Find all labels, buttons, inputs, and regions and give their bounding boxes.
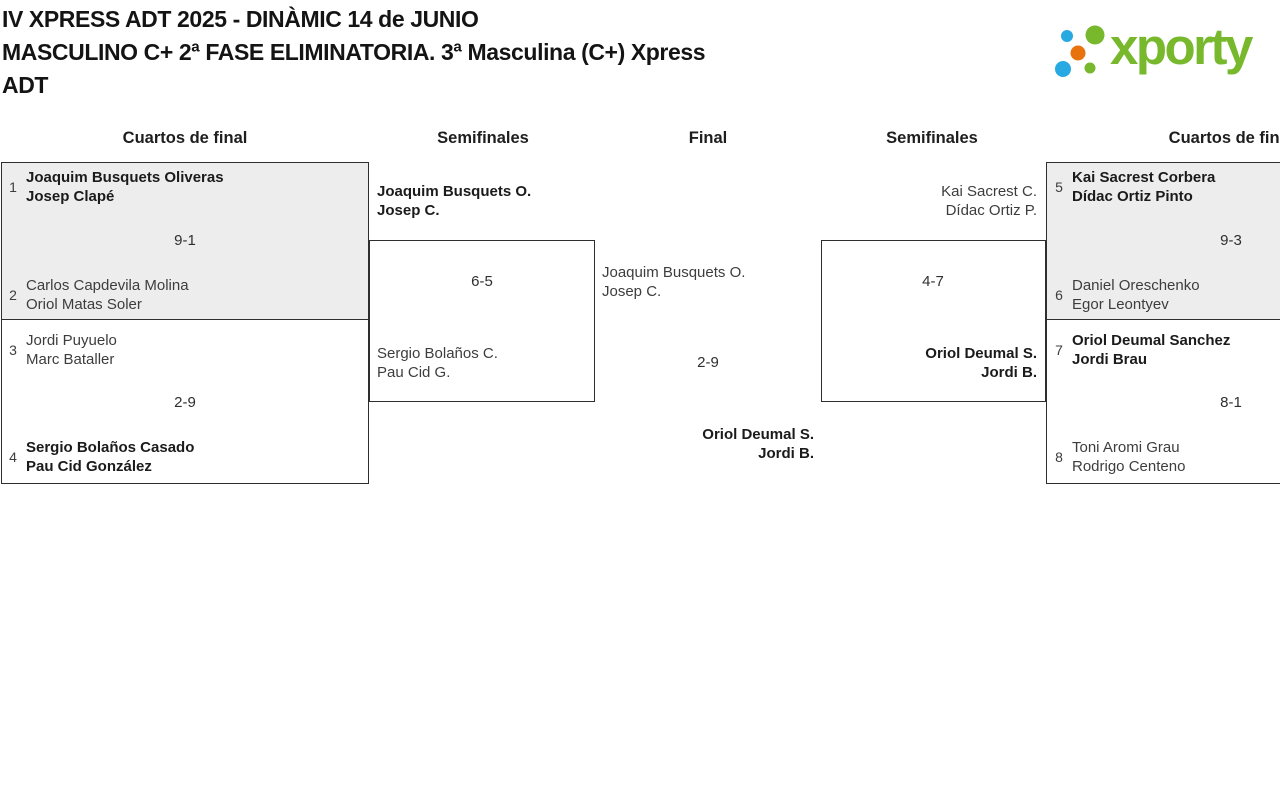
match-box-qf-left-2 — [1, 319, 369, 484]
team-qf-r2-bottom: Toni Aromi Grau Rodrigo Centeno — [1072, 438, 1185, 476]
team-qf-l1-bottom: Carlos Capdevila Molina Oriol Matas Sole… — [26, 276, 189, 314]
player-name: Daniel Oreschenko — [1072, 277, 1200, 294]
player-name: Marc Bataller — [26, 351, 115, 368]
match-score-sf-left: 6-5 — [471, 273, 493, 290]
player-name: Egor Leontyev — [1072, 296, 1169, 313]
xporty-logo: xporty — [1048, 10, 1253, 86]
match-score-qf-r2: 8-1 — [1220, 394, 1242, 411]
match-box-sf-left — [369, 240, 595, 402]
team-final-bottom: Oriol Deumal S. Jordi B. — [514, 425, 814, 463]
team-qf-r1-top: Kai Sacrest Corbera Dídac Ortiz Pinto — [1072, 168, 1215, 206]
page-title-line: IV XPRESS ADT 2025 - DINÀMIC 14 de JUNIO — [2, 6, 479, 32]
team-qf-l2-top: Jordi Puyuelo Marc Bataller — [26, 331, 117, 369]
page-title-line: MASCULINO C+ 2ª FASE ELIMINATORIA. 3ª Ma… — [2, 39, 706, 65]
seed-number: 8 — [1055, 449, 1063, 465]
page-title-line: ADT — [2, 72, 49, 98]
player-name: Jordi B. — [758, 445, 814, 462]
round-label-quarterfinals-right: Cuartos de final — [1168, 129, 1280, 147]
player-name: Joaquim Busquets O. — [377, 183, 532, 200]
match-score-sf-right: 4-7 — [922, 273, 944, 290]
seed-number: 7 — [1055, 342, 1063, 358]
player-name: Josep Clapé — [26, 188, 115, 205]
player-name: Dídac Ortiz P. — [945, 202, 1037, 219]
player-name: Jordi B. — [981, 364, 1037, 381]
player-name: Pau Cid González — [26, 458, 152, 475]
player-name: Oriol Matas Soler — [26, 296, 142, 313]
match-score-qf-l2: 2-9 — [174, 394, 196, 411]
team-qf-r2-top: Oriol Deumal Sanchez Jordi Brau — [1072, 331, 1230, 369]
player-name: Toni Aromi Grau — [1072, 439, 1180, 456]
match-score-qf-r1: 9-3 — [1220, 232, 1242, 249]
player-name: Jordi Brau — [1072, 351, 1148, 368]
player-name: Dídac Ortiz Pinto — [1072, 188, 1193, 205]
match-box-qf-right-2 — [1046, 319, 1280, 484]
team-qf-l2-bottom: Sergio Bolaños Casado Pau Cid González — [26, 438, 194, 476]
match-score-qf-l1: 9-1 — [174, 232, 196, 249]
team-qf-r1-bottom: Daniel Oreschenko Egor Leontyev — [1072, 276, 1200, 314]
seed-number: 6 — [1055, 287, 1063, 303]
match-box-sf-right — [821, 240, 1046, 402]
player-name: Josep C. — [377, 202, 440, 219]
team-sf-right-bottom: Oriol Deumal S. Jordi B. — [737, 344, 1037, 382]
seed-number: 4 — [9, 449, 17, 465]
player-name: Sergio Bolaños C. — [377, 345, 498, 362]
player-name: Joaquim Busquets O. — [602, 264, 746, 281]
player-name: Oriol Deumal Sanchez — [1072, 332, 1231, 349]
match-box-qf-left-1 — [1, 162, 369, 320]
match-score-final: 2-9 — [697, 354, 719, 371]
player-name: Carlos Capdevila Molina — [26, 277, 189, 294]
round-label-final: Final — [688, 129, 728, 147]
round-label-semifinals-right: Semifinales — [886, 129, 978, 147]
team-qf-l1-top: Joaquim Busquets Oliveras Josep Clapé — [26, 168, 224, 206]
player-name: Oriol Deumal S. — [925, 345, 1037, 362]
xporty-wordmark: xporty — [1110, 17, 1253, 75]
player-name: Kai Sacrest Corbera — [1072, 169, 1216, 186]
xporty-logo-dots-icon — [1055, 25, 1105, 77]
player-name: Sergio Bolaños Casado — [26, 439, 195, 456]
seed-number: 3 — [9, 342, 17, 358]
player-name: Pau Cid G. — [377, 364, 451, 381]
seed-number: 5 — [1055, 179, 1063, 195]
round-label-semifinals-left: Semifinales — [437, 129, 529, 147]
player-name: Oriol Deumal S. — [702, 426, 814, 443]
logo-dot-blue-large — [1055, 61, 1071, 77]
page-title: IV XPRESS ADT 2025 - DINÀMIC 14 de JUNIO… — [2, 3, 902, 102]
logo-dot-blue-small — [1061, 30, 1073, 42]
team-final-top: Joaquim Busquets O. Josep C. — [602, 263, 745, 301]
seed-number: 2 — [9, 287, 17, 303]
logo-dot-green-small — [1084, 62, 1096, 74]
team-sf-right-top: Kai Sacrest C. Dídac Ortiz P. — [737, 182, 1037, 220]
team-sf-left-bottom: Sergio Bolaños C. Pau Cid G. — [377, 344, 498, 382]
player-name: Rodrigo Centeno — [1072, 458, 1186, 475]
player-name: Joaquim Busquets Oliveras — [26, 169, 224, 186]
round-label-quarterfinals-left: Cuartos de final — [122, 129, 248, 147]
player-name: Kai Sacrest C. — [941, 183, 1037, 200]
logo-dot-orange — [1070, 45, 1086, 61]
team-sf-left-top: Joaquim Busquets O. Josep C. — [377, 182, 531, 220]
player-name: Jordi Puyuelo — [26, 332, 117, 349]
player-name: Josep C. — [602, 283, 662, 300]
logo-dot-green-large — [1085, 25, 1105, 45]
seed-number: 1 — [9, 179, 17, 195]
